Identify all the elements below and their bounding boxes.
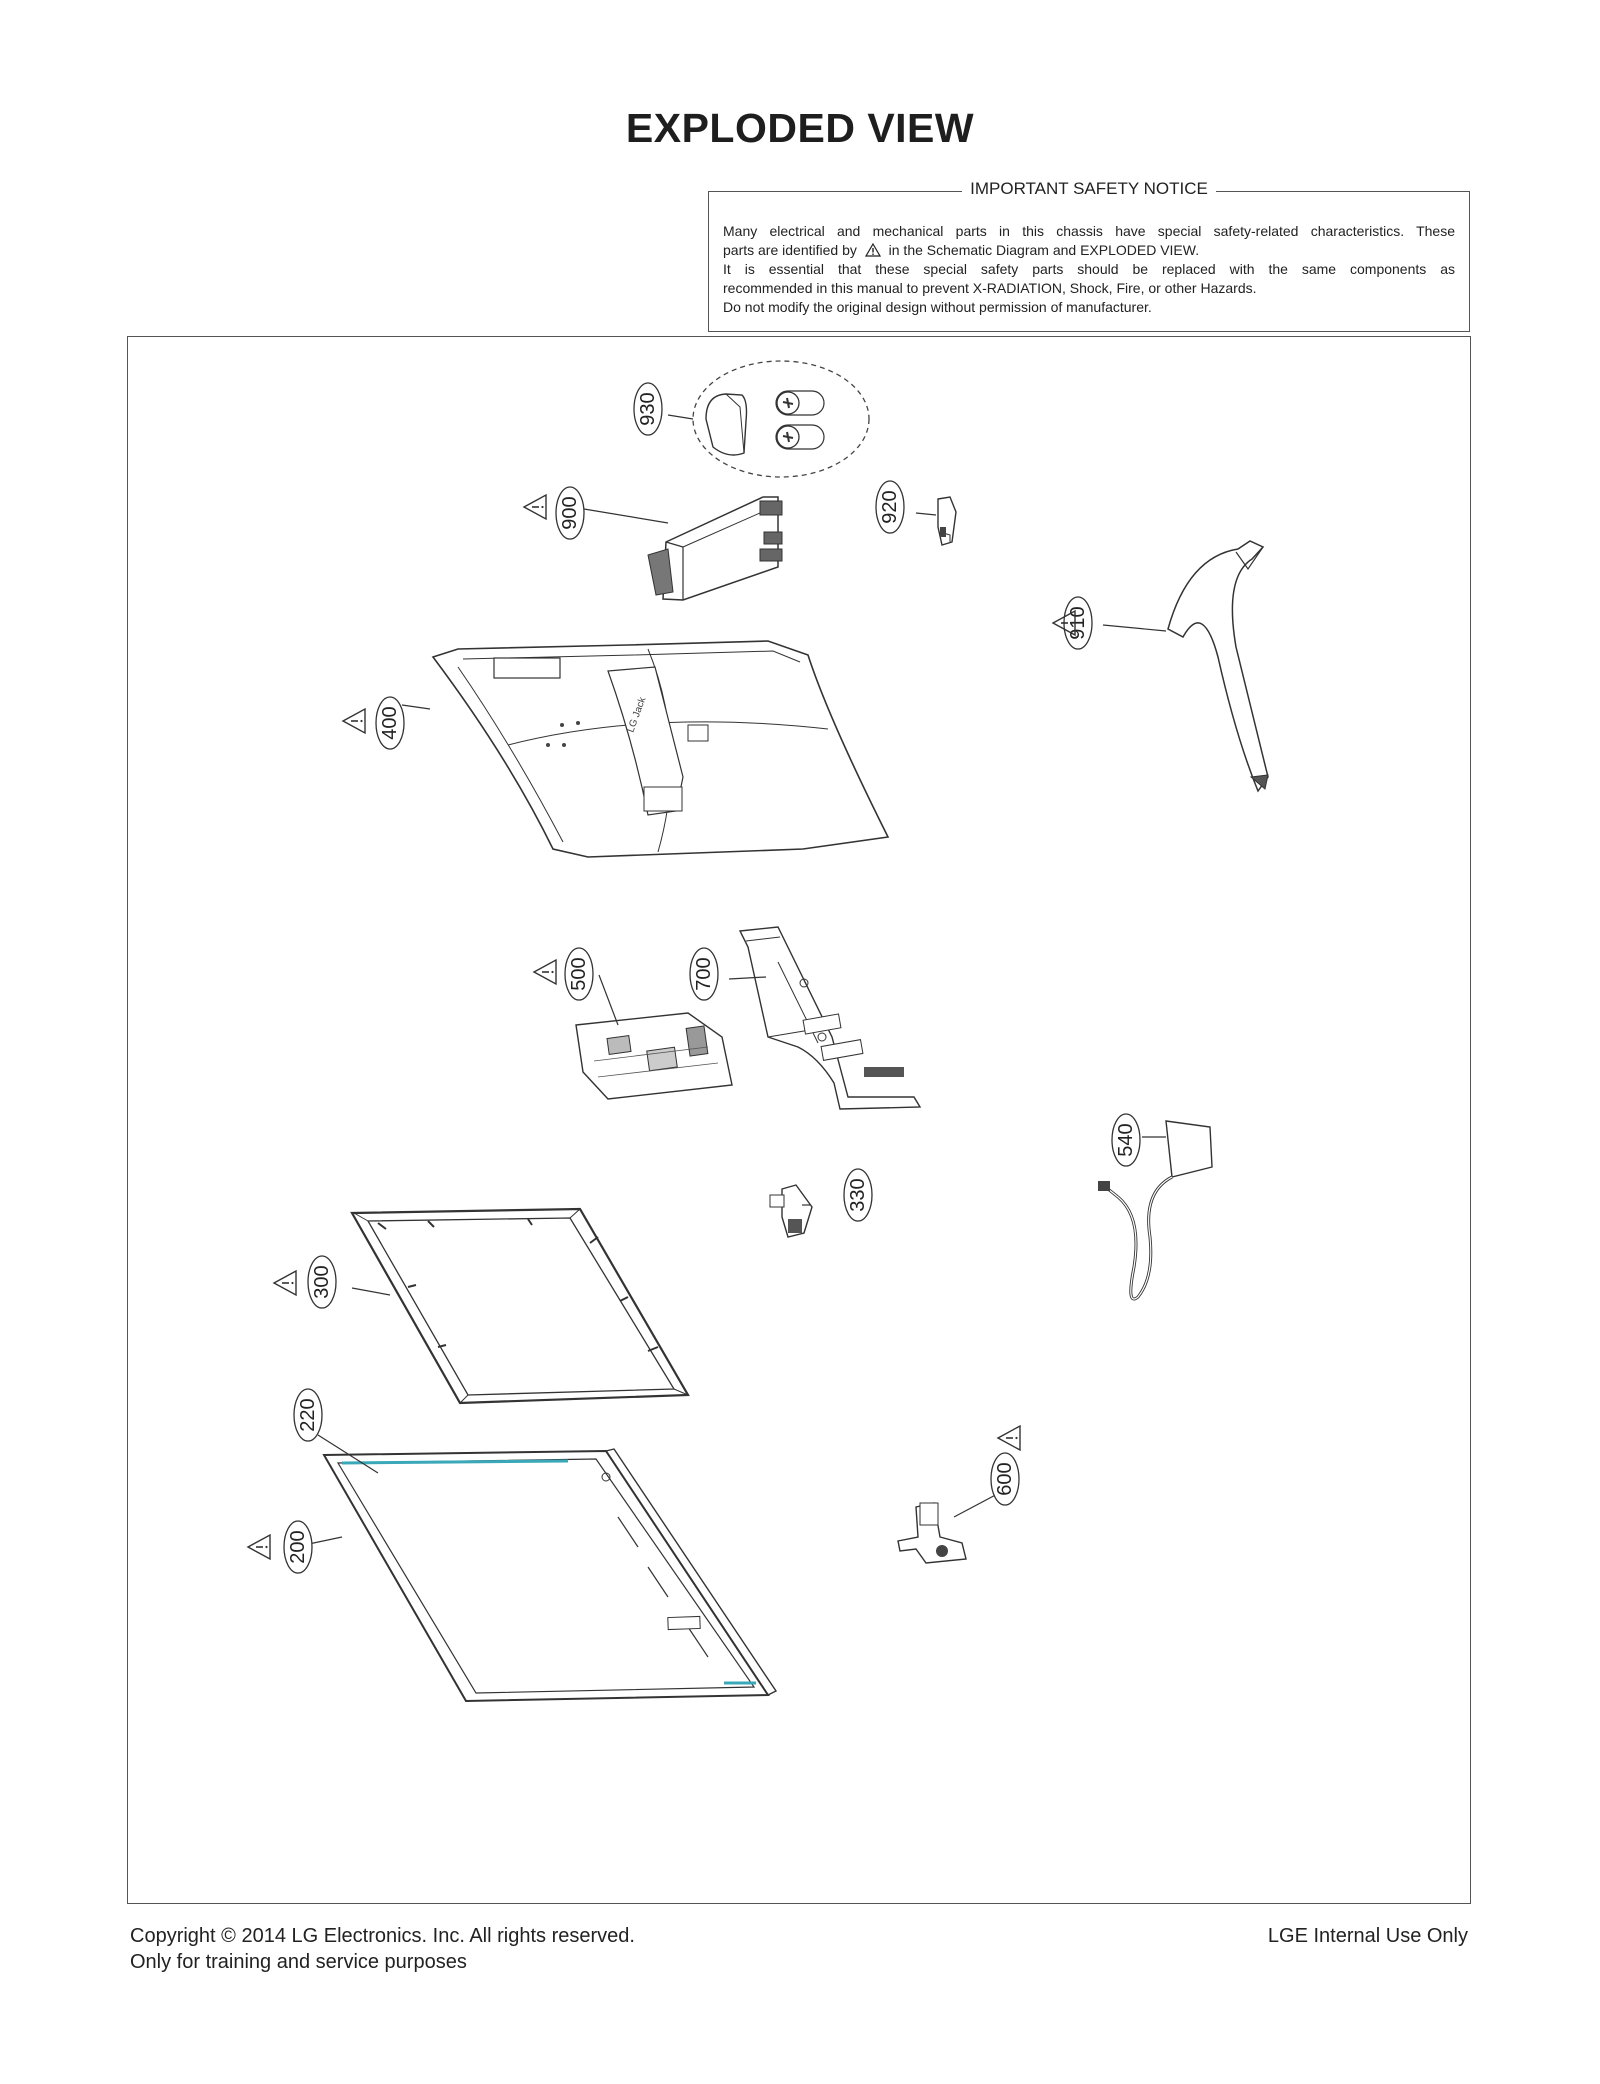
exploded-view-drawing: LG Jack (247, 360, 1269, 1703)
page-title: EXPLODED VIEW (625, 105, 975, 151)
internal-use-text: LGE Internal Use Only (1267, 1925, 1468, 1947)
callout-920: 920 (875, 480, 905, 534)
notice-line-2a: parts are identified by (723, 242, 857, 258)
part-number-300: 300 (311, 1265, 333, 1298)
part-910-stand (1167, 540, 1269, 793)
part-number-540: 540 (1115, 1123, 1137, 1156)
callout-910: 910 (1052, 596, 1093, 650)
callout-700: 700 (689, 947, 719, 1001)
part-number-500: 500 (568, 957, 590, 990)
callout-200: 200 (247, 1520, 313, 1574)
part-number-910: 910 (1067, 606, 1089, 639)
part-number-900: 900 (559, 496, 581, 529)
warning-triangle-icon (273, 1270, 297, 1296)
footer-left: Copyright © 2014 LG Electronics. Inc. Al… (130, 1923, 635, 1975)
warning-triangle-icon (533, 959, 557, 985)
part-700-bracket (738, 926, 922, 1110)
warning-triangle-icon (997, 1425, 1021, 1451)
part-number-220: 220 (297, 1398, 319, 1431)
part-220-lcd-panel (341, 1459, 756, 1685)
part-number-930: 930 (637, 392, 659, 425)
leader-lines (303, 414, 1167, 1546)
part-540-adapter (1098, 1120, 1213, 1301)
warning-triangle-icon (864, 243, 881, 257)
notice-line-4: recommended in this manual to prevent X-… (723, 280, 1257, 296)
safety-notice-box: IMPORTANT SAFETY NOTICE Many electrical … (708, 179, 1470, 332)
callout-300: 300 (273, 1255, 337, 1309)
notice-line-2b: in the Schematic Diagram and EXPLODED VI… (888, 242, 1200, 258)
warning-triangle-icon (523, 494, 547, 520)
part-200-back-frame (322, 1448, 778, 1703)
warning-triangle-icon (342, 708, 366, 734)
safety-notice-heading: IMPORTANT SAFETY NOTICE (962, 179, 1216, 198)
copyright-text: Copyright © 2014 LG Electronics. Inc. Al… (130, 1925, 635, 1947)
warning-triangle-icon (247, 1534, 271, 1560)
part-number-330: 330 (847, 1178, 869, 1211)
part-920-cap (937, 496, 957, 546)
callout-930: 930 (633, 382, 663, 436)
callout-400: 400 (342, 696, 405, 750)
callout-900: 900 (523, 486, 585, 540)
part-500-main-board (575, 1012, 733, 1100)
callout-600: 600 (990, 1425, 1021, 1506)
part-400-back-cover: LG Jack (431, 640, 890, 858)
part-300-frame (350, 1207, 690, 1405)
part-930-screw-set (692, 360, 870, 478)
part-number-400: 400 (379, 706, 401, 739)
part-number-600: 600 (994, 1462, 1016, 1495)
part-number-920: 920 (879, 490, 901, 523)
callout-330: 330 (843, 1168, 873, 1222)
part-900-power-unit (647, 496, 783, 601)
part-number-200: 200 (287, 1530, 309, 1563)
callout-500: 500 (533, 947, 594, 1001)
callout-540: 540 (1111, 1113, 1141, 1167)
part-number-700: 700 (693, 957, 715, 990)
part-330-module (769, 1184, 813, 1238)
part-600-switch (897, 1502, 967, 1564)
callout-220: 220 (293, 1388, 323, 1442)
safety-notice-body: Many electrical and mechanical parts in … (723, 222, 1455, 317)
callout-layer: 930 900 920 910 400 500 700 540 330 300 220 200 600 (247, 382, 1141, 1574)
exploded-view-diagram: LG Jack (127, 336, 1471, 1904)
notice-line-3: It is essential that these special safet… (723, 261, 1455, 277)
notice-line-5: Do not modify the original design withou… (723, 299, 1152, 315)
notice-line-2: parts are identified by in the Schematic… (723, 241, 1455, 260)
training-text: Only for training and service purposes (130, 1951, 467, 1973)
notice-line-1: Many electrical and mechanical parts in … (723, 223, 1455, 239)
